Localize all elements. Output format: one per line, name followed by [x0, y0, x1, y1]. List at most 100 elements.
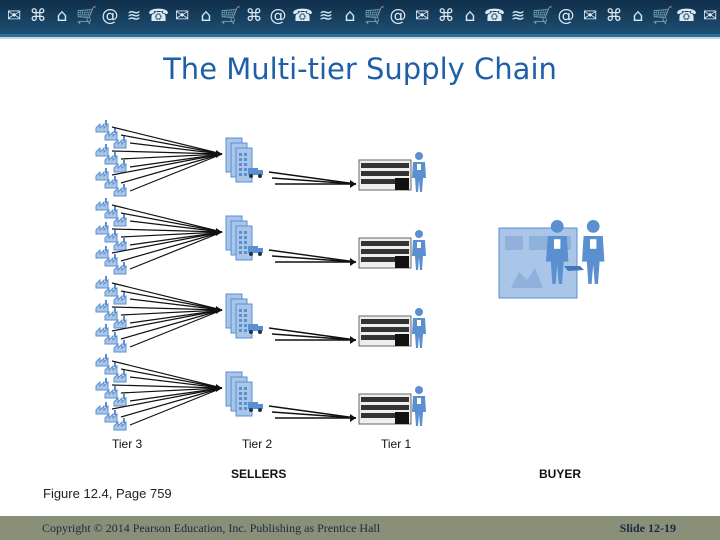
slide-number: Slide 12-19 — [619, 521, 676, 535]
warehouse-icon — [358, 393, 412, 425]
figure-caption: Figure 12.4, Page 759 — [43, 486, 172, 501]
supply-chain-diagram: Tier 3 Tier 2 Tier 1 SELLERS BUYER — [95, 120, 605, 481]
factory-icon — [104, 176, 118, 189]
mail-icon: ✉ — [6, 6, 22, 26]
at-icon: @ — [389, 6, 407, 26]
supply-arrow — [111, 282, 223, 311]
factory-icon — [113, 418, 127, 431]
supply-arrow — [129, 231, 223, 246]
person-icon — [412, 152, 426, 192]
mail-icon: ✉ — [414, 6, 430, 26]
arrow-head — [350, 414, 356, 422]
icon-banner: ✉⌘⌂🛒@≋☎✉⌂🛒⌘@☎≋⌂🛒@✉⌘⌂☎≋🛒@✉⌘⌂🛒☎✉ — [0, 0, 720, 34]
supply-arrow — [120, 134, 223, 155]
factory-icon — [95, 402, 109, 415]
factory-icon — [113, 340, 127, 353]
house-icon: ⌂ — [200, 6, 212, 26]
factory-icon — [104, 254, 118, 267]
factory-icon — [113, 292, 127, 305]
copyright-text: Copyright © 2014 Pearson Education, Inc.… — [42, 521, 381, 535]
supply-arrow — [129, 387, 223, 426]
factory-icon — [95, 120, 109, 133]
house-icon: ⌂ — [464, 6, 476, 26]
supply-arrow — [268, 171, 357, 185]
wifi-icon: ≋ — [318, 6, 334, 26]
supply-arrow — [111, 204, 223, 233]
supply-arrow — [268, 249, 357, 263]
banner-divider — [0, 34, 720, 37]
factory-icon — [95, 276, 109, 289]
office-building-icon — [225, 371, 263, 417]
supply-arrow — [271, 333, 357, 341]
factory-icon — [95, 168, 109, 181]
factory-icon — [113, 262, 127, 275]
supply-arrow — [120, 290, 223, 311]
supply-arrow — [111, 306, 223, 311]
supply-arrow — [120, 212, 223, 233]
phone-icon: ☎ — [484, 6, 506, 26]
supply-arrow — [129, 153, 223, 168]
arrow-head — [216, 150, 222, 158]
phone-icon: ☎ — [148, 6, 170, 26]
factory-icon — [113, 136, 127, 149]
factory-icon — [113, 214, 127, 227]
at-icon: @ — [269, 6, 287, 26]
person-icon — [412, 230, 426, 270]
wifi-icon: ≋ — [126, 6, 142, 26]
person-icon — [412, 386, 426, 426]
cart-icon: 🛒 — [220, 6, 242, 26]
network-icon: ⌘ — [605, 6, 623, 26]
mail-icon: ✉ — [582, 6, 598, 26]
supply-arrow — [111, 126, 223, 155]
factory-icon — [113, 184, 127, 197]
factory-icon — [104, 386, 118, 399]
factory-icon — [95, 300, 109, 313]
arrow-head — [216, 384, 222, 392]
office-building-icon — [225, 137, 263, 183]
supply-arrow — [120, 309, 223, 316]
supply-arrow — [120, 368, 223, 389]
footer-bar — [0, 516, 720, 540]
supply-arrow — [111, 150, 223, 155]
factory-icon — [104, 230, 118, 243]
factory-icon — [104, 206, 118, 219]
tier3-label: Tier 3 — [112, 437, 143, 451]
supply-arrow — [111, 360, 223, 389]
arrow-head — [350, 336, 356, 344]
supply-arrow — [271, 177, 357, 185]
supply-arrow — [111, 231, 223, 254]
factory-icon — [113, 160, 127, 173]
office-building-icon — [225, 293, 263, 339]
supply-arrow — [111, 384, 223, 389]
handshake-icon — [564, 266, 584, 271]
factory-icon — [95, 198, 109, 211]
cart-icon: 🛒 — [532, 6, 554, 26]
supply-arrow — [120, 309, 223, 340]
factory-icon — [104, 152, 118, 165]
factory-icon — [104, 284, 118, 297]
supply-arrow — [111, 228, 223, 233]
supply-arrow — [120, 387, 223, 418]
person-icon — [582, 220, 605, 284]
supply-arrow — [268, 327, 357, 341]
factory-icon — [113, 238, 127, 251]
factory-icon — [113, 370, 127, 383]
slide-title: The Multi-tier Supply Chain — [163, 52, 557, 86]
supply-arrow — [120, 153, 223, 160]
mail-icon: ✉ — [702, 6, 718, 26]
factory-icon — [104, 128, 118, 141]
supply-arrow — [129, 309, 223, 348]
factory-icon — [95, 324, 109, 337]
sellers-label: SELLERS — [231, 467, 286, 481]
warehouse-icon — [358, 315, 412, 347]
supply-arrow — [120, 231, 223, 262]
at-icon: @ — [557, 6, 575, 26]
truck-icon — [248, 324, 263, 334]
phone-icon: ☎ — [292, 6, 314, 26]
supply-arrow — [268, 405, 357, 419]
person-icon — [546, 220, 569, 284]
supply-arrow — [129, 153, 223, 192]
supply-arrow — [271, 411, 357, 419]
arrow-head — [350, 180, 356, 188]
buyer-label: BUYER — [539, 467, 581, 481]
